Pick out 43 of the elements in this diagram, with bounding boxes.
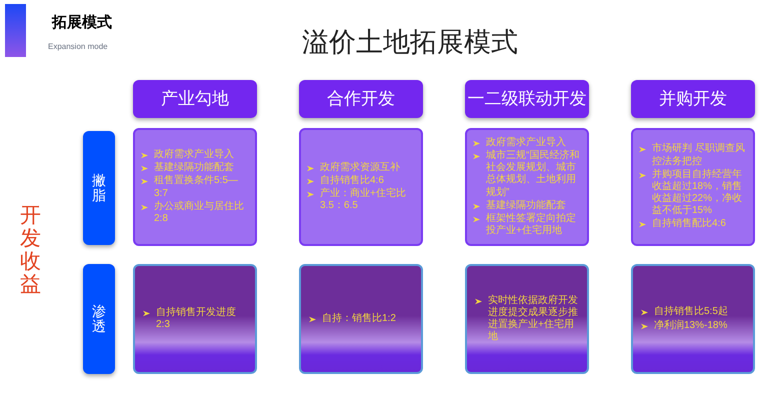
bullet-text: 市场研判 尽职调查风控法务把控 [652,143,746,168]
column-header [133,80,257,118]
column-title: 一二级联动开发 [468,88,586,110]
content-card [299,264,423,374]
bullet-text: 基建绿隔功能配套 [486,200,566,212]
content-card [465,128,589,246]
bullet-text: 政府需求产业导入 [486,136,566,149]
row-header [83,264,115,374]
bullet-text: 自持销售比5:5起 [654,306,728,318]
bullet-text: 净利润13%-18% [654,320,728,332]
bullet-text: 产业：商业+住宅比3.5：6.5 [320,188,407,212]
bullet-text: 自持销售开发进度2:3 [156,306,237,332]
content-card [133,128,257,246]
column-header [631,80,755,118]
content-card [631,128,755,246]
column-title: 产业勾地 [161,88,229,110]
column-header [299,80,423,118]
bullet-text: 框架性签署定向拍定投产业+住宅用地 [486,212,577,238]
bullet-text: 自持：销售比1:2 [322,312,396,326]
section-title: 拓展模式 [52,13,112,33]
bullet-text: 城市三规“国民经济和社会发展规划、城市总体规划、土地利用规划” [486,150,580,199]
bullet-text: 实时性依据政府开发进度提交成果逐步推进置换产业+住宅用地 [488,294,579,344]
content-card [631,264,755,374]
content-card [465,264,589,374]
bullet-text: 基建绿隔功能配套 [154,162,234,174]
bullet-text: 租售置换条件5:5—3:7 [154,175,239,200]
bullet-text: 政府需求资源互补 [320,162,400,174]
bullet-text: 政府需求产业导入 [154,148,234,162]
bullet-text: 自持销售配比4:6 [652,218,726,231]
row-header [83,131,115,245]
side-label: 开发收益 [20,204,41,296]
column-title: 合作开发 [327,88,395,110]
bullet-text: 自持销售比4:6 [320,174,384,187]
section-subtitle: Expansion mode [48,41,108,53]
row-title: 撇脂 [92,172,106,204]
row-title: 渗透 [92,304,106,334]
content-card [133,264,257,374]
content-card [299,128,423,246]
column-title: 并购开发 [659,88,727,110]
page-title: 溢价土地拓展模式 [301,26,519,59]
bullet-text: 并购项目自持经营年收益超过18%，销售收益超过22%，净收益不低于15% [652,168,744,218]
bullet-text: 办公或商业与居住比2:8 [154,200,245,226]
column-header [465,80,589,118]
